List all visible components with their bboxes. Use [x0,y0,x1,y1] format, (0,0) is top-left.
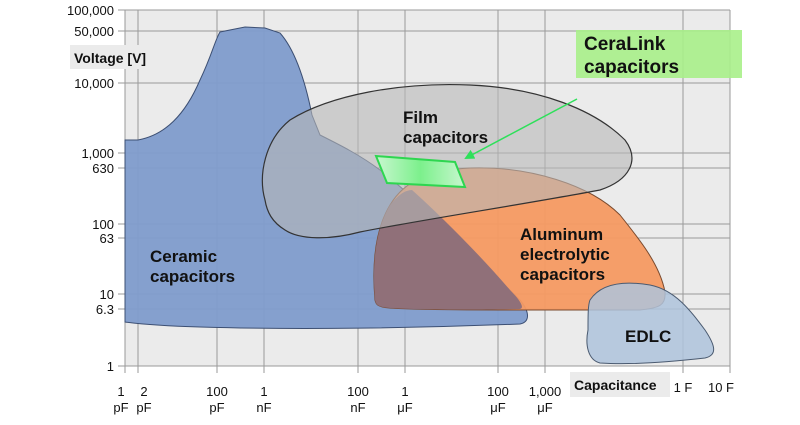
svg-text:μF: μF [537,400,552,415]
svg-text:μF: μF [490,400,505,415]
svg-text:6.3: 6.3 [96,302,114,317]
ceralink-callout-line2: capacitors [584,57,679,78]
x-axis-title: Capacitance [574,377,657,393]
svg-text:μF: μF [397,400,412,415]
svg-text:630: 630 [92,161,114,176]
y-axis-title-bg [70,45,158,69]
svg-text:1: 1 [260,384,267,399]
y-tick-labels: 100,000 50,000 10,000 1,000 630 100 63 1… [67,3,114,374]
edlc-label: EDLC [625,327,671,346]
ceramic-label-line2: capacitors [150,267,235,286]
svg-text:1,000: 1,000 [529,384,562,399]
aluminum-label-line1: Aluminum [520,225,603,244]
svg-text:100: 100 [487,384,509,399]
x-tick-labels: 1 pF 2 pF 100 pF 1 nF 100 nF 1 μF 100 μF… [113,380,734,415]
ceralink-callout-line1: CeraLink [584,34,666,55]
x-axis-title-bg [570,372,670,397]
svg-text:50,000: 50,000 [74,24,114,39]
svg-text:1: 1 [401,384,408,399]
svg-text:2: 2 [140,384,147,399]
y-axis-title: Voltage [V] [74,50,146,66]
svg-text:100,000: 100,000 [67,3,114,18]
ceralink-region [374,154,467,189]
svg-text:1 F: 1 F [674,380,693,395]
ceralink-callout-box [576,30,742,78]
svg-text:1: 1 [117,384,124,399]
svg-text:nF: nF [350,400,365,415]
ceralink-arrow [464,98,578,159]
svg-text:pF: pF [209,400,224,415]
svg-text:10 F: 10 F [708,380,734,395]
svg-text:100: 100 [347,384,369,399]
aluminum-label-line2: electrolytic [520,245,610,264]
svg-text:pF: pF [136,400,151,415]
svg-text:pF: pF [113,400,128,415]
aluminum-label-line3: capacitors [520,265,605,284]
svg-text:63: 63 [100,231,114,246]
svg-text:10,000: 10,000 [74,76,114,91]
svg-text:1: 1 [107,359,114,374]
svg-text:100: 100 [206,384,228,399]
svg-text:1,000: 1,000 [81,146,114,161]
ceramic-label-line1: Ceramic [150,247,217,266]
edlc-region [586,282,715,365]
svg-text:100: 100 [92,217,114,232]
film-label-line1: Film [403,108,438,127]
film-label-line2: capacitors [403,128,488,147]
svg-text:nF: nF [256,400,271,415]
svg-text:10: 10 [100,287,114,302]
